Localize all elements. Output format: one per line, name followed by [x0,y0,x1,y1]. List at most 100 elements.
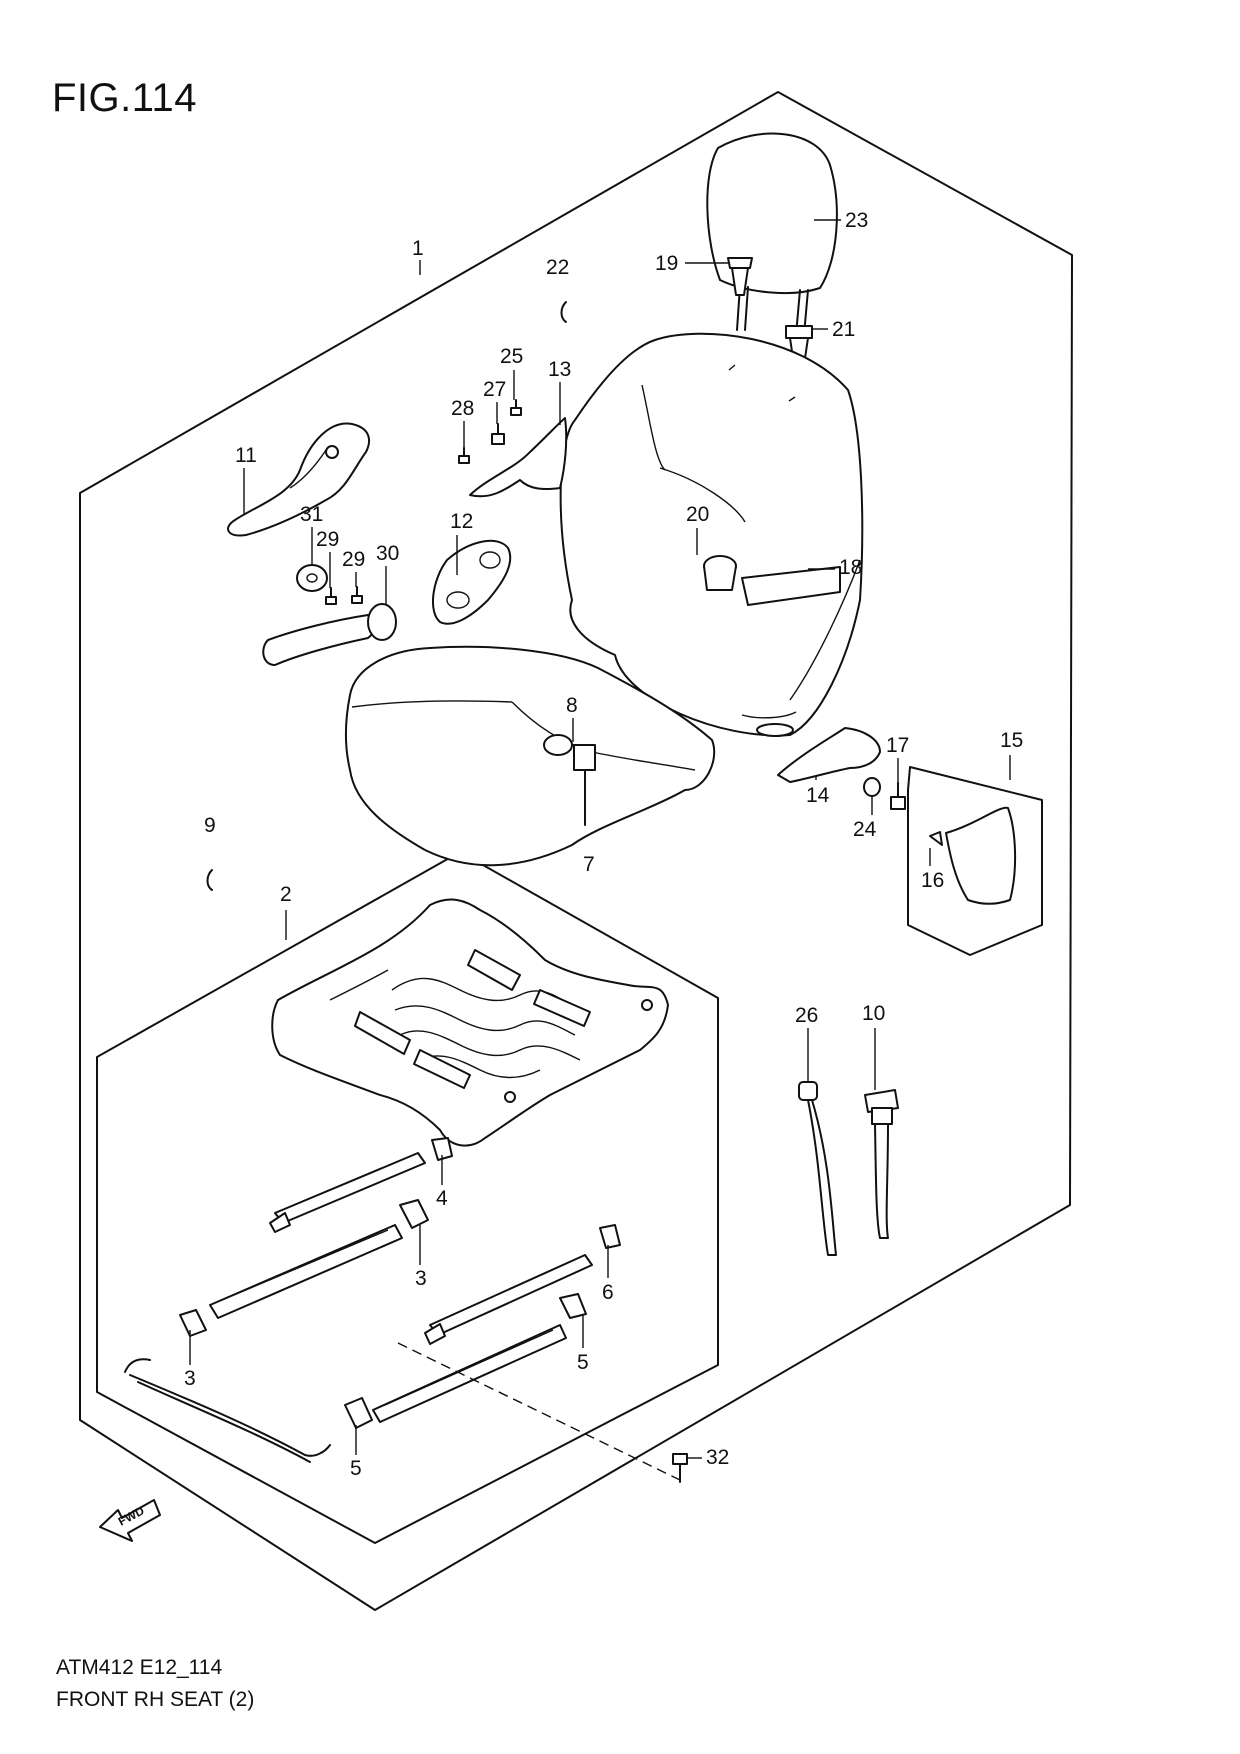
svg-text:30: 30 [376,542,399,565]
callout-3b: 3 [184,1330,196,1390]
svg-text:18: 18 [839,556,862,579]
clip-5b [344,1397,373,1429]
recliner-bracket [469,417,568,498]
clip-5a [559,1293,587,1319]
svg-text:26: 26 [795,1004,818,1027]
svg-text:19: 19 [655,252,678,275]
callout-20: 20 [686,503,709,555]
recliner-cover [432,539,512,625]
svg-text:32: 32 [706,1446,729,1469]
svg-text:2: 2 [280,883,292,906]
figure-name: FRONT RH SEAT (2) [56,1688,255,1711]
svg-text:7: 7 [583,853,595,876]
callout-18: 18 [808,556,862,579]
seat-frame [271,898,669,1147]
callout-1: 1 [412,237,424,275]
callout-27: 27 [483,378,506,424]
seat-back-strap [703,555,841,606]
svg-text:14: 14 [806,784,830,807]
washer-24 [863,777,881,797]
svg-text:6: 6 [602,1281,614,1304]
headrest-guide-left [727,257,753,296]
callout-12: 12 [450,510,473,575]
rail-upper-right [424,1254,593,1345]
height-lever [262,603,397,666]
callout-30: 30 [376,542,399,604]
clip-9 [206,869,213,891]
svg-text:5: 5 [577,1351,589,1374]
callout-29a: 29 [316,528,339,588]
headrest [706,132,838,336]
svg-text:20: 20 [686,503,709,526]
trim-cover [929,806,1017,905]
callout-19: 19 [655,252,728,275]
figure-code: ATM412 E12_114 [56,1656,223,1679]
svg-text:27: 27 [483,378,506,401]
svg-text:16: 16 [921,869,944,892]
svg-text:25: 25 [500,345,523,368]
callout-5a: 5 [577,1315,589,1374]
svg-text:15: 15 [1000,729,1023,752]
bolt-17 [890,782,906,810]
callout-17: 17 [886,734,909,783]
callout-31: 31 [300,503,323,565]
svg-text:31: 31 [300,503,323,526]
callout-6: 6 [602,1245,614,1304]
screw-29b [351,586,363,604]
clip-4 [431,1137,453,1161]
washer [296,564,328,592]
callout-8: 8 [566,694,578,742]
callout-13: 13 [548,358,571,425]
svg-text:23: 23 [845,209,868,232]
bolt-32 [672,1453,688,1483]
svg-text:11: 11 [235,444,257,467]
side-bracket [777,727,881,783]
seat-cushion [344,645,716,867]
svg-text:22: 22 [546,256,569,279]
callout-14: 14 [806,776,830,807]
screw-27 [491,423,505,445]
connecting-rod [124,1358,331,1463]
svg-text:4: 4 [436,1187,448,1210]
callout-23: 23 [814,209,868,232]
callout-15: 15 [1000,729,1023,780]
svg-text:17: 17 [886,734,909,757]
callout-21: 21 [812,318,855,341]
callout-22: 22 [546,256,569,279]
cable-tie-26 [798,1081,837,1256]
svg-text:3: 3 [184,1367,196,1390]
svg-text:3: 3 [415,1267,427,1290]
callout-28: 28 [451,397,474,448]
rail-upper-left [269,1152,426,1233]
screw-25 [510,399,522,416]
svg-text:10: 10 [862,1002,885,1025]
cover-group-boundary [907,766,1043,956]
callout-16: 16 [921,848,944,892]
cable-tie-10 [864,1089,899,1239]
callout-9: 9 [204,814,216,837]
clip-3b [179,1309,207,1337]
svg-text:12: 12 [450,510,473,533]
callout-11: 11 [235,444,257,515]
callout-26: 26 [795,1004,818,1082]
svg-text:24: 24 [853,818,877,841]
svg-text:5: 5 [350,1457,362,1480]
callout-10: 10 [862,1002,885,1090]
frame-group-boundary [96,851,719,1544]
callout-5b: 5 [350,1425,362,1480]
svg-text:9: 9 [204,814,216,837]
svg-text:21: 21 [832,318,855,341]
callout-25: 25 [500,345,523,400]
figure-title: FIG.114 [52,76,198,120]
callout-3a: 3 [415,1225,427,1290]
recliner-lever [227,422,370,537]
callout-29b: 29 [342,548,365,587]
svg-text:28: 28 [451,397,474,420]
svg-text:29: 29 [342,548,365,571]
rail-lower-left [209,1224,403,1319]
svg-text:8: 8 [566,694,578,717]
svg-text:1: 1 [412,237,424,260]
screw-28 [458,447,470,464]
bolt-32-dash [397,1342,681,1481]
